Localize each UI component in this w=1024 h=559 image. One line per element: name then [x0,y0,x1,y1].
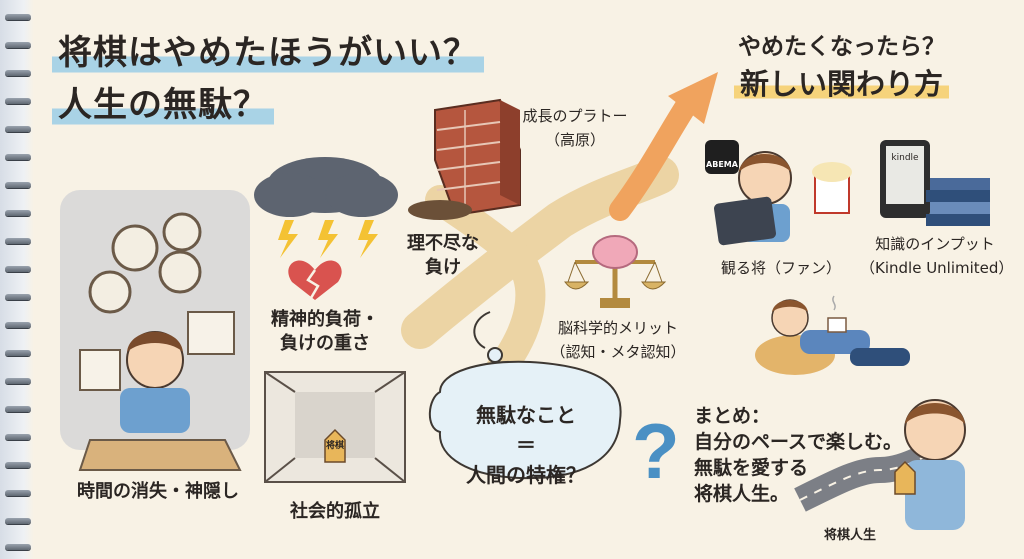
binding-ring [5,154,31,160]
binding-ring [5,544,31,550]
brain-label-line-2: （認知・メタ認知） [550,343,686,361]
broken-heart-icon [288,260,342,300]
shogi-board-icon [78,439,242,471]
binding-ring [5,70,31,76]
relaxing-person [755,295,910,375]
brick-wall-icon [434,98,521,217]
spiral-binding [0,0,34,559]
main-title: 将棋はやめたほうがいい？ 人生の無駄？ [52,30,484,128]
binding-ring [5,406,31,412]
shogi-piece-icon [324,428,346,463]
pothole-icon [408,200,472,220]
input-label: 知識のインプット （Kindle Unlimited） [860,232,1014,280]
binding-ring [5,42,31,48]
thought-bubble [428,360,622,480]
right-title-line-1: やめたくなったら？ [738,34,945,60]
stress-label-line-1: 精神的負荷・ [271,309,379,330]
bubble-text: 無駄なこと ＝ 人間の特権？ [446,400,606,490]
bubble-line-2: ＝ [516,433,536,457]
title-line-1: 将棋はやめたほうがいい？ [52,30,484,76]
kindle-logo-text: kindle [891,153,919,163]
binding-ring [5,182,31,188]
clock-icon [88,270,132,314]
binding-ring [5,490,31,496]
input-label-line-2: （Kindle Unlimited） [860,259,1014,277]
calendar-icon [79,349,121,391]
defeat-label-line-1: 理不尽な [407,233,479,254]
right-title-line-2: 新しい関わり方 [734,67,950,101]
stress-label: 精神的負荷・ 負けの重さ [255,308,395,356]
clock-icon [162,212,202,252]
binding-ring [5,294,31,300]
binding-ring [5,210,31,216]
road-label: 将棋人生 [823,528,876,543]
happy-boy-road [794,399,966,530]
kindle-books-icon [880,140,990,226]
summary-text: まとめ： 自分のペースで楽しむ。 無駄を愛する 将棋人生。 [694,403,902,507]
binding-ring [5,98,31,104]
binding-ring [5,126,31,132]
brain-label-line-1: 脳科学的メリット [557,319,678,337]
gloomy-scene [60,190,250,471]
brain-label: 脳科学的メリット （認知・メタ認知） [548,316,688,364]
growth-arrow [609,89,701,221]
binding-ring [5,434,31,440]
input-label-line-1: 知識のインプット [875,235,995,253]
road-branch [425,185,546,385]
summary-line-4: 将棋人生。 [694,483,790,505]
calendar-icon [187,311,235,355]
title-line-2: 人生の無駄？ [52,82,274,128]
question-mark-icon: ? [632,407,680,495]
binding-ring [5,14,31,20]
shogi-piece-icon [894,460,916,495]
watch-label: 観る将（ファン） [720,259,841,277]
summary-line-1: まとめ： [694,405,771,427]
stress-label-line-2: 負けの重さ [280,333,370,354]
plateau-label: 成長のプラトー （高原） [520,104,630,152]
plateau-label-line-2: （高原） [544,131,605,149]
empty-room-icon [264,371,406,483]
summary-line-3: 無駄を愛する [694,457,809,479]
growth-arrow-head [668,72,718,124]
binding-ring [5,378,31,384]
time-label: 時間の消失・神隠し [77,481,239,502]
brain-scale-icon [564,235,667,308]
tablet-icon [714,196,776,246]
isolation-label: 社会的孤立 [290,501,380,522]
piece-text: 将棋 [325,441,344,451]
abema-app-icon [705,140,739,174]
defeat-label: 理不尽な 負け [398,232,488,280]
binding-ring [5,238,31,244]
binding-ring [5,462,31,468]
tablet-watching-boy [705,140,852,246]
binding-ring [5,518,31,524]
clock-icon [111,224,159,272]
storm-cloud-icon [254,157,398,258]
bubble-line-3: 人間の特権？ [466,463,586,487]
clock-icon [158,250,202,294]
defeat-label-line-2: 負け [425,257,461,278]
summary-line-2: 自分のペースで楽しむ。 [694,431,903,453]
binding-ring [5,322,31,328]
binding-ring [5,350,31,356]
plateau-label-line-1: 成長のプラトー [522,107,628,125]
bubble-line-1: 無駄なこと [476,403,576,427]
abema-logo-text: ABEMA [706,160,738,169]
binding-ring [5,266,31,272]
coffee-cup-icon [827,317,847,333]
right-title: やめたくなったら？ 新しい関わり方 [734,30,950,104]
